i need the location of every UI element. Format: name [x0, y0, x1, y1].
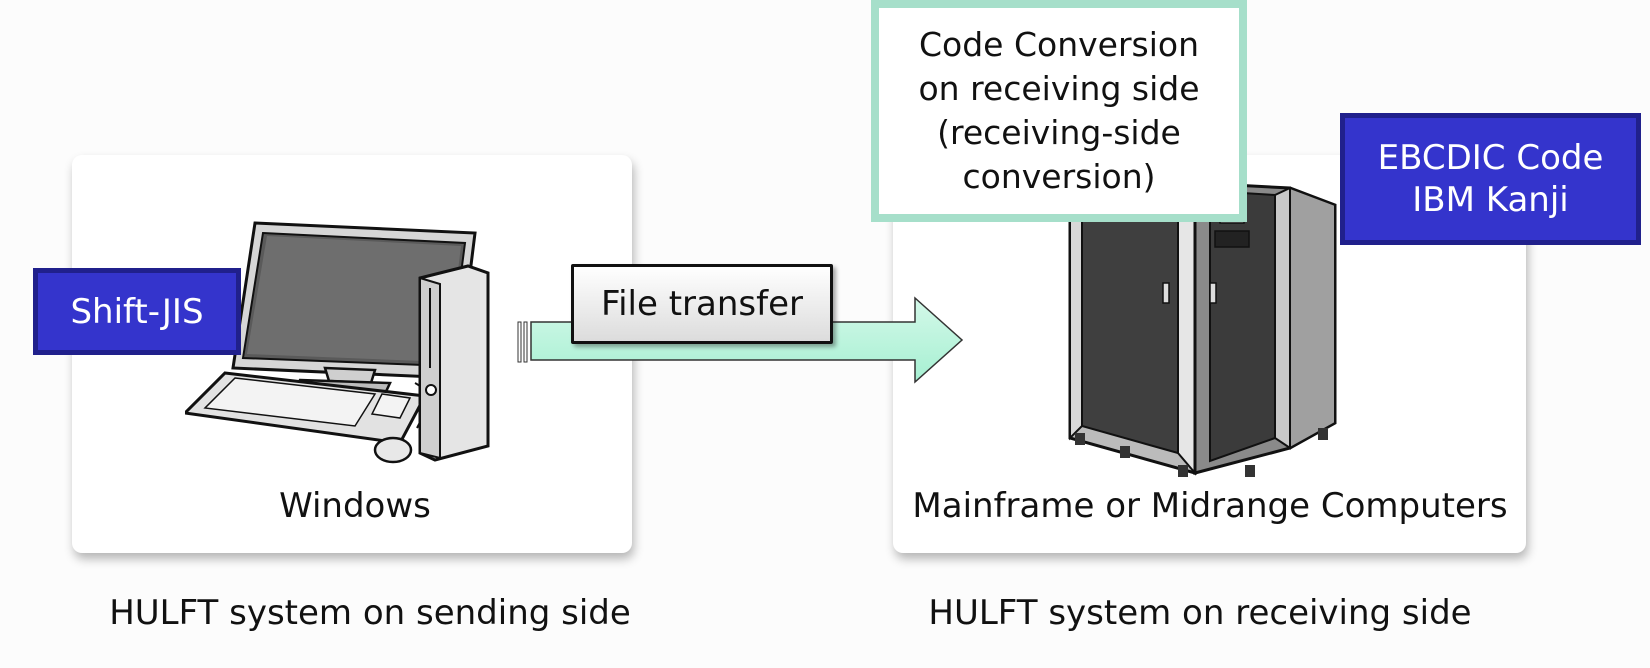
- windows-caption: Windows: [279, 486, 431, 526]
- shift-jis-label: Shift-JIS: [70, 291, 204, 332]
- mainframe-caption: Mainframe or Midrange Computers: [912, 486, 1508, 526]
- file-transfer-label: File transfer: [601, 284, 803, 324]
- shift-jis-code-box: Shift-JIS: [33, 268, 241, 355]
- conversion-note-line: conversion): [962, 157, 1156, 196]
- conversion-note-line: Code Conversion: [919, 25, 1199, 64]
- conversion-note-line: on receiving side: [918, 69, 1200, 108]
- ebcdic-code-line: EBCDIC Code: [1377, 138, 1604, 178]
- file-transfer-label-box: File transfer: [571, 264, 833, 344]
- sending-system-label: HULFT system on sending side: [109, 593, 631, 633]
- ebcdic-code-box: EBCDIC Code IBM Kanji: [1340, 113, 1641, 245]
- windows-pc-icon: [185, 221, 490, 464]
- code-conversion-note: Code Conversion on receiving side (recei…: [871, 0, 1247, 222]
- receiving-system-label: HULFT system on receiving side: [928, 593, 1472, 633]
- mainframe-computer-icon: [1068, 183, 1337, 477]
- conversion-note-line: (receiving-side: [937, 113, 1181, 152]
- ibm-kanji-line: IBM Kanji: [1412, 180, 1569, 220]
